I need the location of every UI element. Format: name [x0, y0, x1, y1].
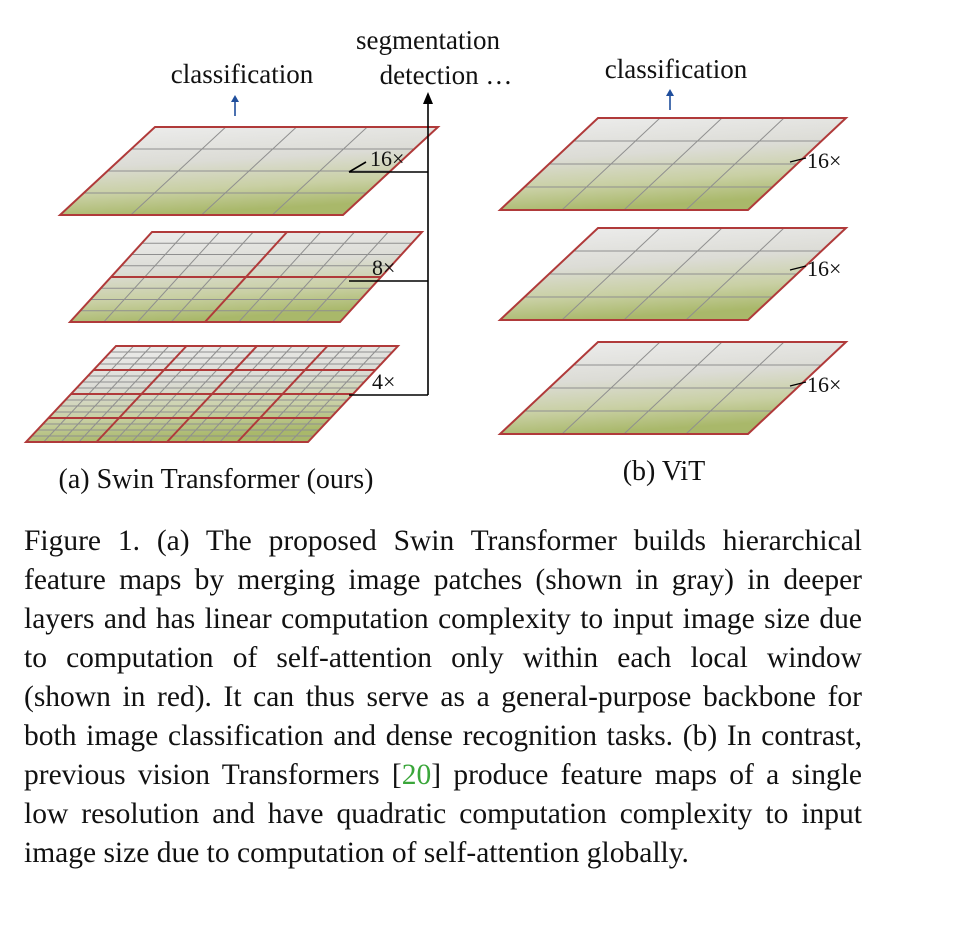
swin-scale-4x: 4×: [372, 369, 395, 394]
swin-map-4x: [23, 345, 401, 443]
vit-classification-label: classification: [605, 54, 748, 84]
swin-classification-label: classification: [171, 59, 314, 89]
vit-subfigure-caption: (b) ViT: [623, 456, 706, 487]
figure-diagram: classification segmentation detection … …: [23, 25, 849, 495]
vit-scale-16x-bottom: 16×: [807, 372, 841, 397]
classification-arrowhead-icon: [231, 95, 239, 102]
dense-tasks-arrow-icon: [423, 92, 433, 104]
vit-scale-16x-middle: 16×: [807, 256, 841, 281]
detection-label: detection …: [380, 60, 513, 90]
figure-caption: Figure 1. (a) The proposed Swin Transfor…: [24, 522, 862, 873]
caption-text-start: Figure 1. (a) The proposed Swin Transfor…: [24, 525, 862, 791]
vit-map-middle: [497, 227, 849, 321]
vit-map-bottom: [497, 341, 849, 435]
swin-map-16x: [57, 126, 441, 216]
citation-link[interactable]: 20: [401, 759, 432, 791]
vit-scale-16x-top: 16×: [807, 148, 841, 173]
vit-classification-arrowhead-icon: [666, 89, 674, 96]
swin-scale-8x: 8×: [372, 255, 395, 280]
swin-scale-16x: 16×: [370, 146, 404, 171]
caption-text-end: ] produce feature maps of a single low r…: [24, 759, 862, 869]
vit-feature-maps: [497, 117, 849, 435]
vit-scale-leaders: [789, 157, 807, 387]
swin-map-8x: [67, 231, 425, 323]
segmentation-label: segmentation: [356, 25, 500, 55]
swin-subfigure-caption: (a) Swin Transformer (ours): [59, 464, 374, 495]
vit-map-top: [497, 117, 849, 211]
swin-feature-maps: [23, 126, 441, 443]
multiscale-connector: [348, 104, 429, 396]
